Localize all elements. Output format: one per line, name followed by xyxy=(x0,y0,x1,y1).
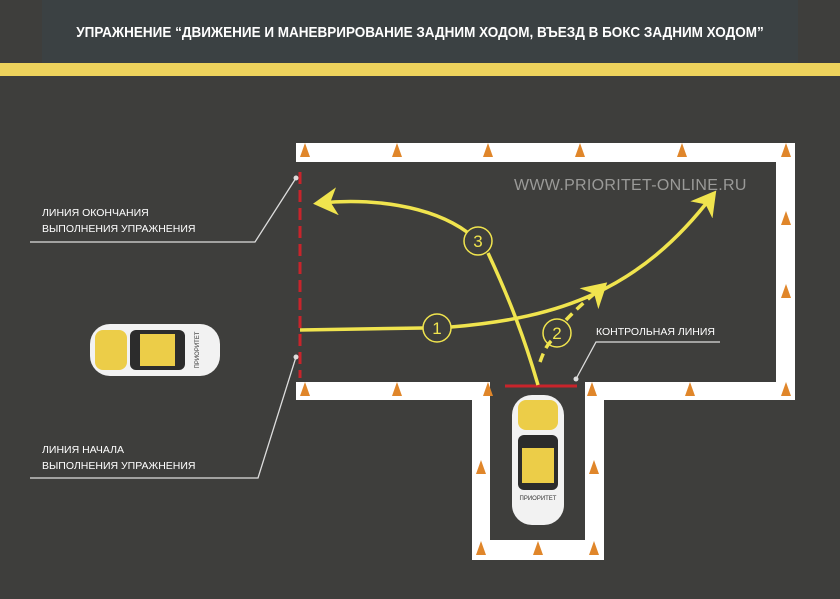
cone xyxy=(589,541,599,555)
paths xyxy=(299,187,717,386)
cone xyxy=(685,382,695,396)
cone xyxy=(575,143,585,157)
cone xyxy=(781,211,791,225)
path-1a xyxy=(299,326,424,332)
path-2a xyxy=(538,338,554,363)
step-1-circle xyxy=(422,313,452,343)
cone xyxy=(392,143,402,157)
cone xyxy=(589,460,599,474)
cone xyxy=(483,143,493,157)
cone xyxy=(300,143,310,157)
car-box: ПРИОРИТЕТ xyxy=(512,395,564,525)
car-left: ПРИОРИТЕТ xyxy=(90,324,220,376)
control-line-label: КОНТРОЛЬНАЯ ЛИНИЯ xyxy=(596,326,716,338)
cone xyxy=(781,143,791,157)
step-2: 2 xyxy=(552,324,561,343)
cone xyxy=(677,143,687,157)
cone xyxy=(781,382,791,396)
step-3-circle xyxy=(463,226,493,256)
top-wall xyxy=(296,143,795,162)
cone xyxy=(483,382,493,396)
cone xyxy=(587,382,597,396)
cone xyxy=(476,460,486,474)
watermark-url: WWW.PRIORITET-ONLINE.RU xyxy=(514,177,747,194)
page-title: УПРАЖНЕНИЕ “ДВИЖЕНИЕ И МАНЕВРИРОВАНИЕ ЗА… xyxy=(42,0,798,63)
step-2-circle xyxy=(542,318,572,348)
cone xyxy=(392,382,402,396)
leader-lines xyxy=(30,177,720,479)
bottom-left-wall xyxy=(296,382,490,400)
path-3b xyxy=(313,187,469,234)
path-2b xyxy=(564,282,608,322)
accent-stripe xyxy=(0,63,840,76)
cone xyxy=(781,284,791,298)
cone xyxy=(300,382,310,396)
cones xyxy=(300,143,791,555)
cone xyxy=(476,541,486,555)
path-3a xyxy=(486,252,540,386)
cone xyxy=(533,541,543,555)
right-wall xyxy=(776,143,795,400)
car-left-logo-text: ПРИОРИТЕТ xyxy=(195,331,201,368)
car-box-logo-text: ПРИОРИТЕТ xyxy=(520,496,557,502)
step-1: 1 xyxy=(432,319,441,338)
step-3: 3 xyxy=(473,232,482,251)
